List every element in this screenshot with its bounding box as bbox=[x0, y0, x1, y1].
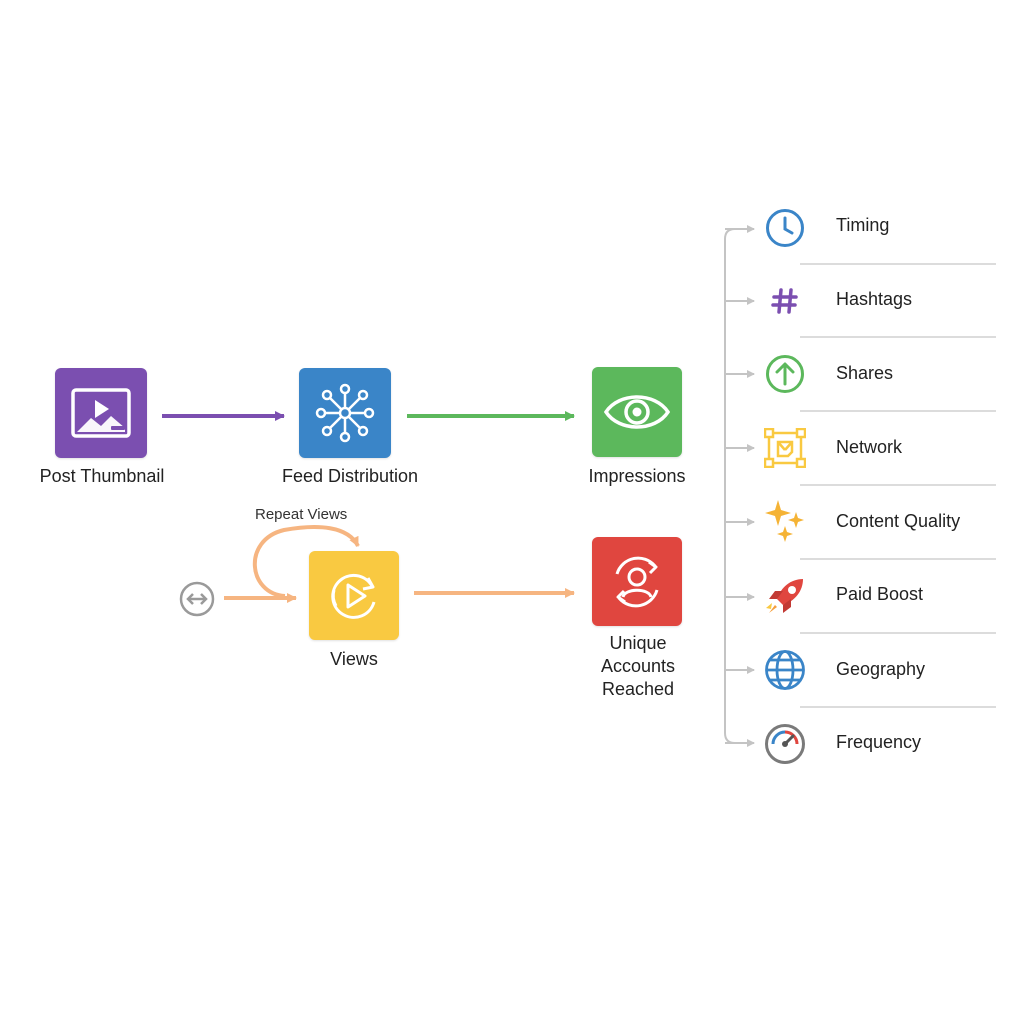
factor-label-shares: Shares bbox=[836, 363, 894, 383]
rocket-icon bbox=[763, 575, 807, 619]
factor-label-hashtags: Hashtags bbox=[836, 289, 913, 309]
network-frame-icon bbox=[763, 426, 807, 470]
unique-accounts-label-line-3: Reached bbox=[601, 679, 675, 699]
feed-distribution-node[interactable] bbox=[299, 368, 391, 458]
factor-label-network: Network bbox=[836, 437, 903, 457]
user-refresh-icon bbox=[605, 550, 669, 614]
factor-label-content-quality: Content Quality bbox=[836, 511, 961, 531]
factor-label-frequency: Frequency bbox=[836, 732, 922, 752]
unique-accounts-label-line-1: Unique bbox=[609, 633, 667, 653]
views-node[interactable] bbox=[309, 551, 399, 640]
arrow-up-circle-icon bbox=[763, 352, 807, 396]
post-thumbnail-node[interactable] bbox=[55, 368, 147, 458]
clock-icon bbox=[763, 206, 807, 250]
post-thumbnail-label: Post Thumbnail bbox=[39, 466, 165, 486]
globe-icon bbox=[763, 648, 807, 692]
factor-divider bbox=[800, 263, 996, 265]
unique-accounts-node[interactable] bbox=[592, 537, 682, 626]
unique-accounts-label-line-2: Accounts bbox=[600, 656, 676, 676]
impressions-node[interactable] bbox=[592, 367, 682, 457]
factor-divider bbox=[800, 632, 996, 634]
impressions-label: Impressions bbox=[588, 466, 686, 486]
views-label: Views bbox=[330, 649, 378, 669]
replay-play-icon bbox=[324, 566, 384, 626]
sparkles-icon bbox=[763, 498, 807, 542]
factor-bracket-spine bbox=[724, 228, 752, 744]
repeat-views-label: Repeat Views bbox=[255, 506, 348, 523]
factor-label-geography: Geography bbox=[836, 659, 926, 679]
gauge-icon bbox=[763, 722, 807, 766]
expand-arrows-icon[interactable] bbox=[179, 581, 215, 617]
factor-divider bbox=[800, 484, 996, 486]
hashtag-icon bbox=[763, 279, 807, 323]
factor-divider bbox=[800, 558, 996, 560]
unique-accounts-label: Unique Accounts Reached bbox=[568, 632, 708, 701]
factor-divider bbox=[800, 410, 996, 412]
factor-label-paid-boost: Paid Boost bbox=[836, 584, 924, 604]
feed-distribution-label: Feed Distribution bbox=[281, 466, 419, 486]
factor-bracket-ticks bbox=[725, 225, 755, 747]
factor-divider bbox=[800, 706, 996, 708]
network-hub-icon bbox=[312, 380, 378, 446]
factor-divider bbox=[800, 336, 996, 338]
eye-icon bbox=[603, 390, 671, 434]
factor-label-timing: Timing bbox=[836, 215, 890, 235]
image-play-icon bbox=[71, 388, 131, 438]
